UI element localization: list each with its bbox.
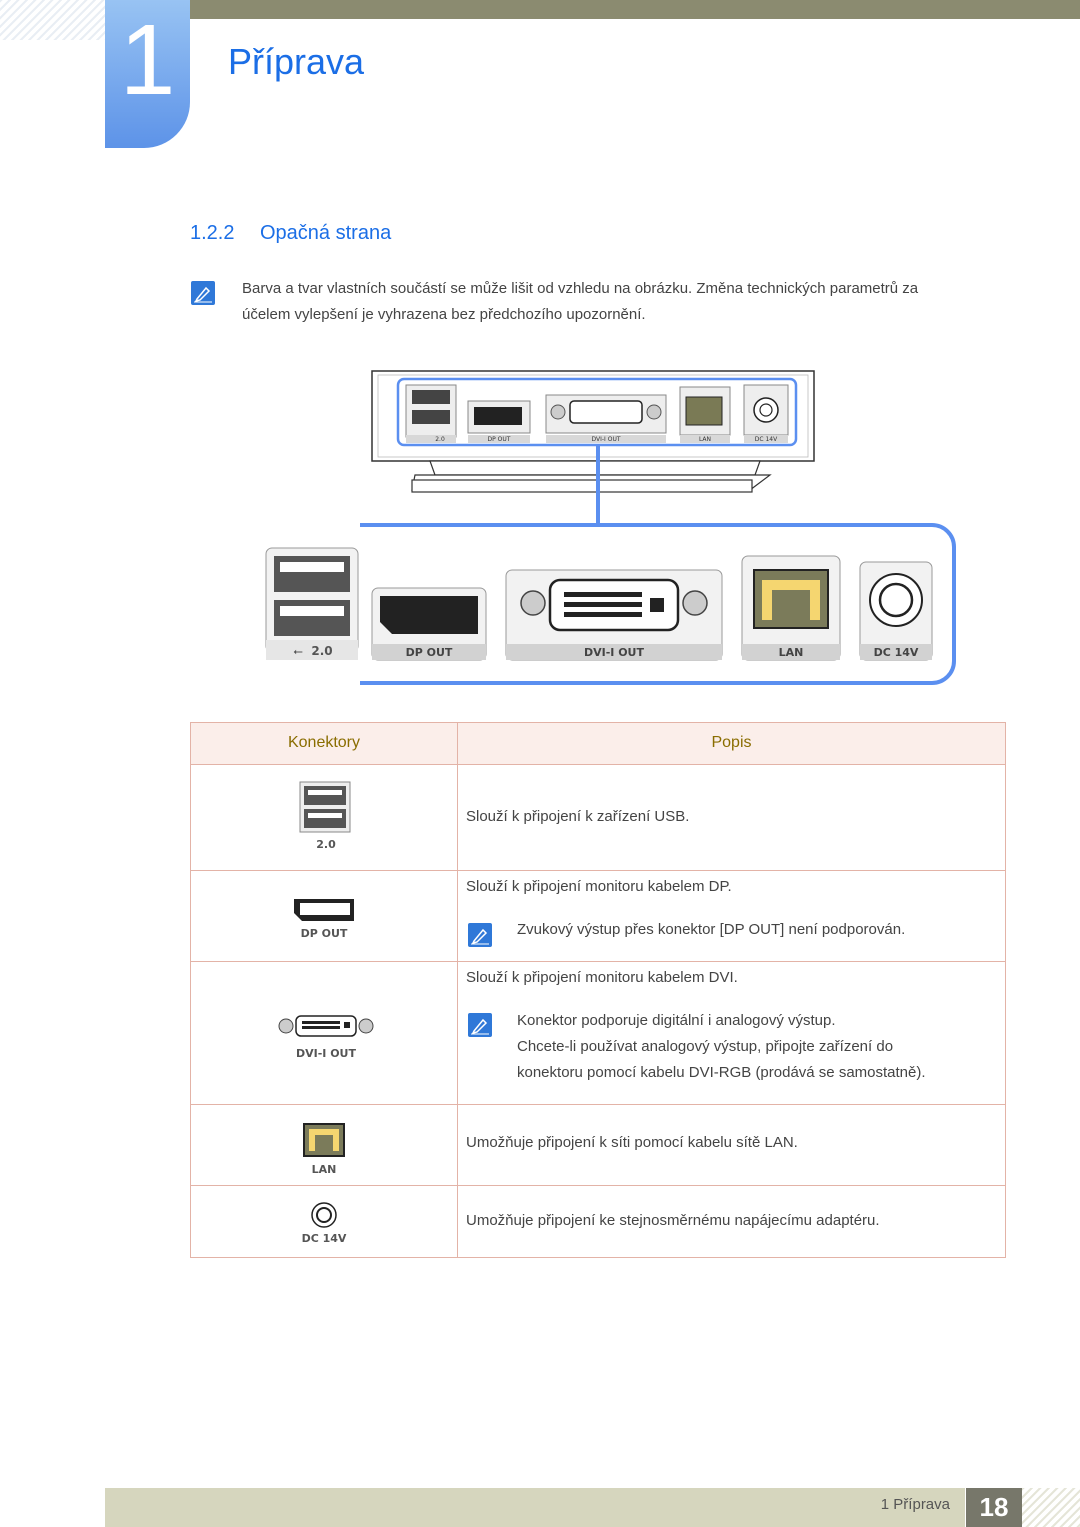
lan-label: LAN [311,1163,337,1176]
row-divider [191,1185,1005,1186]
large-port-panel: 2.0 ⭠ DP OUT DVI-I OUT LAN DC 14V [265,547,933,661]
large-dc-label: DC 14V [874,646,919,659]
dvi-note: Konektor podporuje digitální i analogový… [517,1008,926,1086]
small-lan-label: LAN [699,436,711,443]
section-heading: 1.2.2 Opačná strana [190,220,391,246]
small-usb-label: 2.0 [435,436,445,443]
footer-bar [105,1488,965,1527]
dvi-label: DVI-I OUT [295,1047,356,1060]
footer-decoration [1022,1488,1080,1527]
intro-note: Barva a tvar vlastních součástí se může … [242,276,1002,328]
large-dp-label: DP OUT [406,646,453,659]
section-title: Opačná strana [260,222,392,244]
usb-symbol-icon: ⭠ [293,644,303,658]
dp-label: DP OUT [300,927,348,940]
intro-note-line: účelem vylepšení je vyhrazena bez předch… [242,306,646,323]
lan-port-icon [303,1123,345,1157]
row-divider [191,870,1005,871]
large-lan-label: LAN [779,646,804,659]
chapter-title: Příprava [228,41,365,82]
usb-description: Slouží k připojení k zařízení USB. [466,808,690,825]
dvi-note-line: Chcete-li používat analogový výstup, při… [517,1038,894,1055]
dvi-note-line: Konektor podporuje digitální i analogový… [517,1012,836,1029]
dp-port-icon [294,899,354,921]
dvi-port-icon [278,1015,374,1037]
header-connectors: Konektory [191,723,457,765]
dc-port-icon [311,1202,337,1228]
large-dvi-label: DVI-I OUT [584,646,645,659]
dp-description: Slouží k připojení monitoru kabelem DP. [466,878,732,895]
chapter-badge: 1 [105,0,190,148]
chapter-number: 1 [119,4,176,116]
dp-note: Zvukový výstup přes konektor [DP OUT] ne… [517,921,906,938]
small-dvi-label: DVI-I OUT [591,436,620,443]
column-divider [457,723,458,1257]
footer-chapter: 1 Příprava [880,1496,950,1513]
header-bar [190,0,1080,19]
section-number: 1.2.2 [190,222,235,244]
note-icon [468,923,492,947]
header-decoration [0,0,105,40]
page-number: 18 [979,1492,1009,1522]
usb-icon [299,781,351,833]
dc-description: Umožňuje připojení ke stejnosměrnému nap… [466,1212,880,1229]
note-icon [191,281,215,305]
page-number-box: 18 [966,1488,1022,1527]
header-description: Popis [458,723,1005,765]
connectors-table: Konektory Popis 2.0 Slouží k připojení k… [190,722,1006,1258]
dvi-description: Slouží k připojení monitoru kabelem DVI. [466,969,738,986]
lan-description: Umožňuje připojení k síti pomocí kabelu … [466,1134,798,1151]
small-dc-label: DC 14V [755,436,778,443]
note-icon [468,1013,492,1037]
row-divider [191,1104,1005,1105]
intro-note-line: Barva a tvar vlastních součástí se může … [242,280,919,297]
dvi-note-line: konektoru pomocí kabelu DVI-RGB (prodává… [517,1064,926,1081]
usb-label: 2.0 [316,838,336,851]
row-divider [191,961,1005,962]
small-dp-label: DP OUT [488,436,511,443]
dc-label: DC 14V [301,1232,347,1245]
large-usb-label: 2.0 [311,644,332,658]
